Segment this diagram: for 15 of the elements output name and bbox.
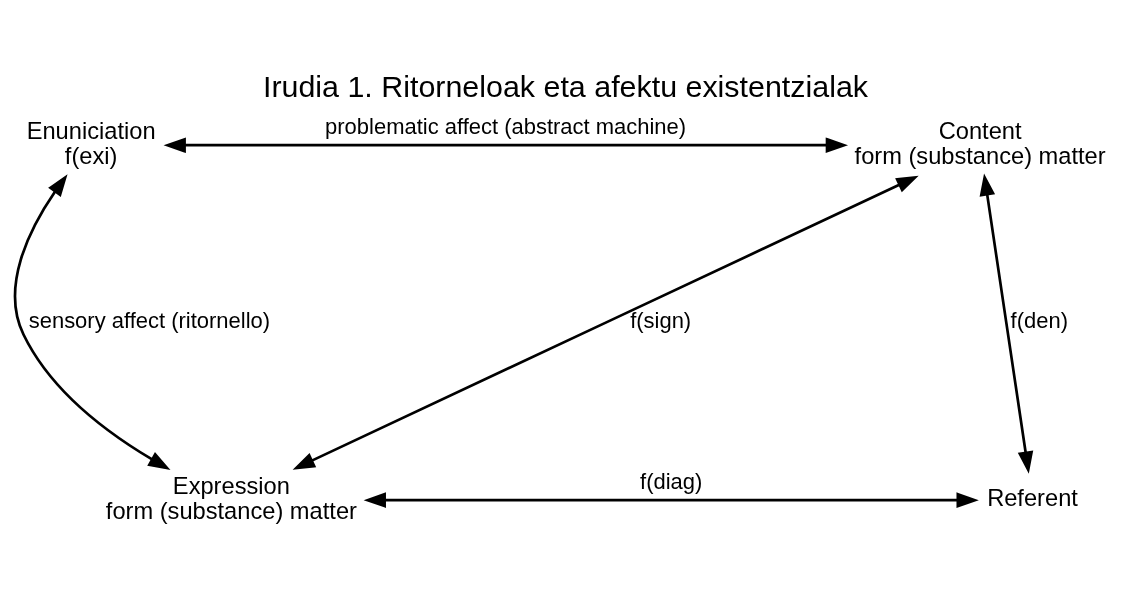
arrow (363, 492, 979, 508)
arrow (13, 174, 171, 470)
diagram-title: Irudia 1. Ritorneloak eta afektu existentzialak (262, 68, 869, 103)
node-text: Referent (987, 485, 1078, 512)
node-text: Enuniciation f(exi) (26, 117, 156, 170)
node-text: Content form (substance) matter (854, 117, 1106, 170)
edge-label: f(diag) (640, 468, 703, 494)
arrow (292, 175, 919, 470)
edge-label: f(sign) (630, 308, 692, 334)
edge-label: f(den) (1010, 308, 1068, 334)
node-text: Expression form (substance) matter (105, 472, 357, 525)
arrow (979, 173, 1034, 474)
arrow (163, 137, 848, 153)
edge-label: problematic affect (abstract machine) (325, 114, 687, 140)
edge-label: sensory affect (ritornello) (28, 308, 271, 334)
